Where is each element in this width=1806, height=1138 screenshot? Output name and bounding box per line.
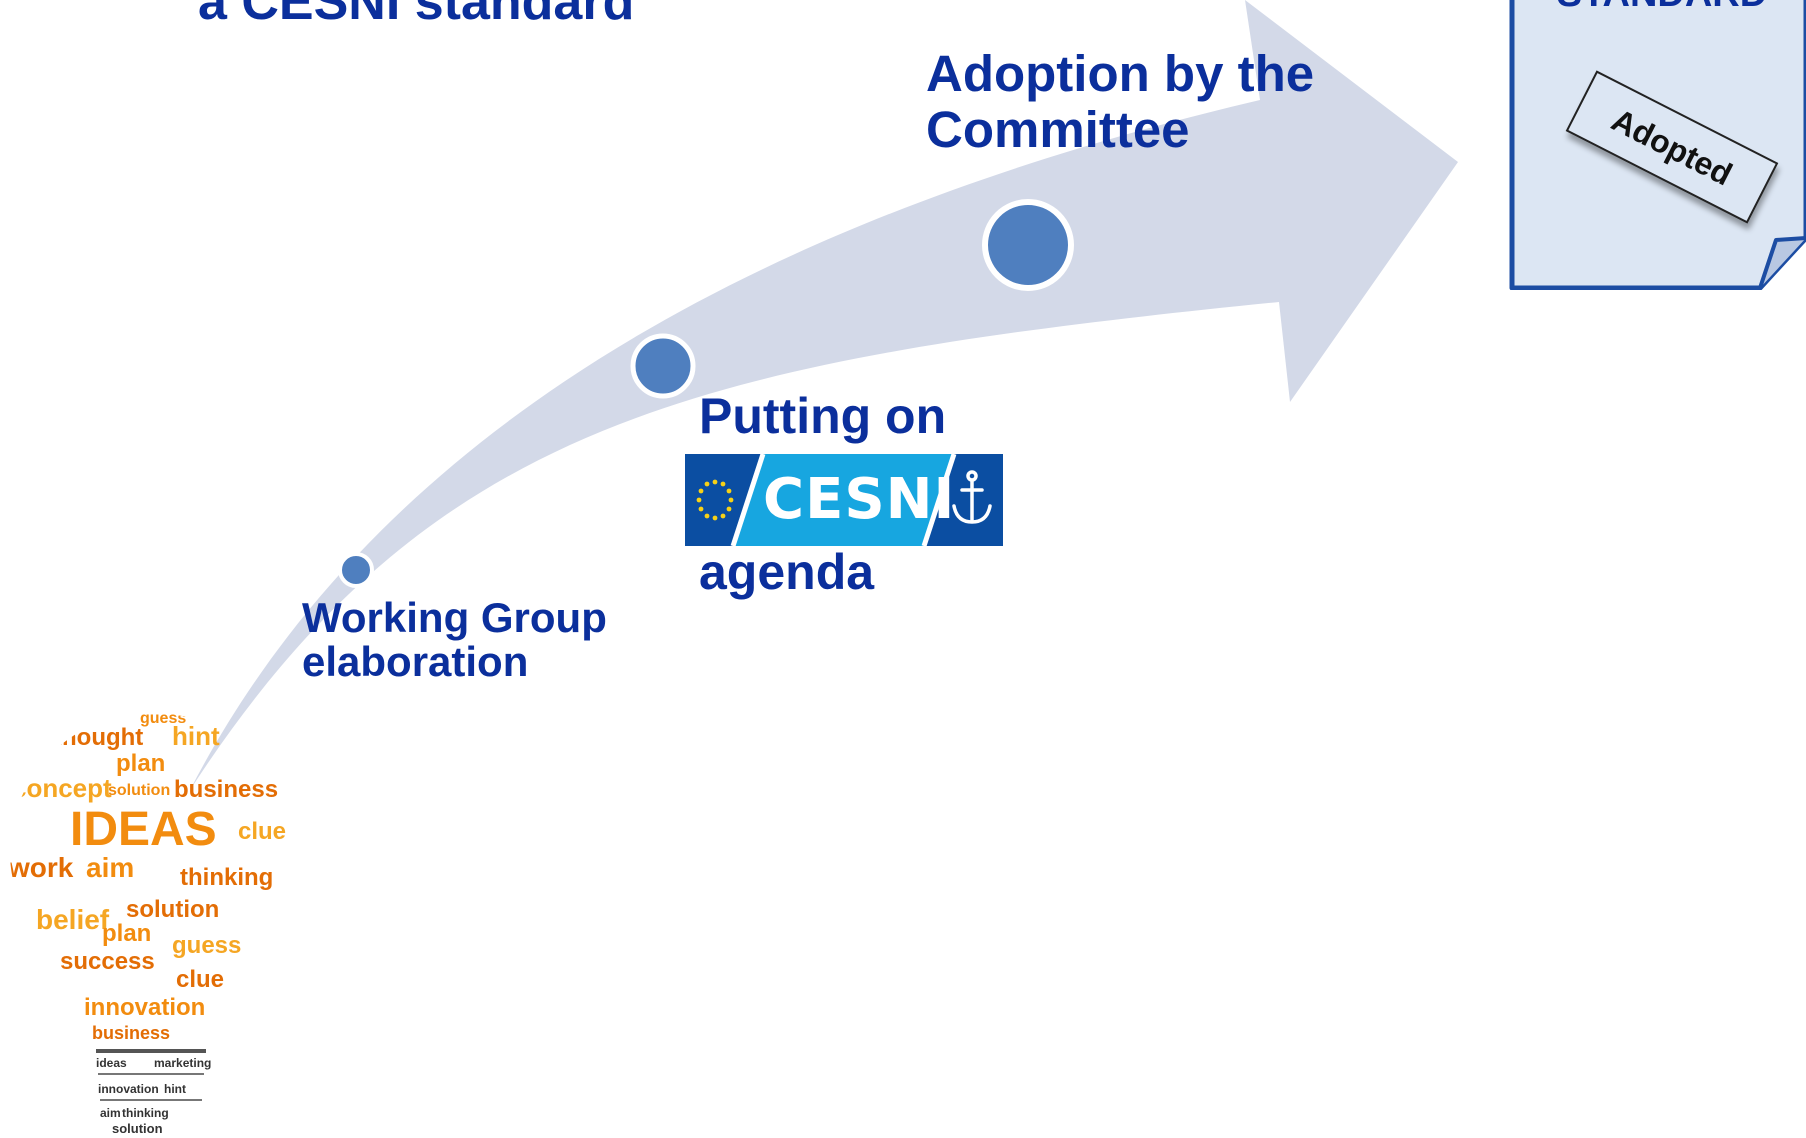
step-putting-line1: Putting on — [699, 388, 947, 444]
bulb-word: hint — [172, 721, 220, 751]
bulb-word: IDEAS — [70, 803, 217, 856]
ideas-lightbulb-icon: guess thought hint plan concept business… — [7, 710, 286, 1136]
bulb-base-word: marketing — [154, 1056, 211, 1070]
bulb-word: plan — [102, 920, 151, 947]
bulb-word: concept — [12, 773, 112, 803]
step-label-putting-on: Putting on — [699, 389, 946, 443]
step-working-line1: Working Group — [302, 594, 607, 641]
bulb-word: innovation — [84, 994, 205, 1021]
cesni-logo: CESNI — [685, 454, 1003, 546]
step-adoption-line1: Adoption by the — [926, 45, 1315, 102]
standard-document-title: STANDARD — [1537, 0, 1787, 14]
bulb-word: solution — [126, 896, 219, 923]
bulb-word: belief — [36, 904, 110, 935]
bulb-base-word: innovation — [98, 1082, 159, 1096]
bulb-base-word: aim — [100, 1106, 121, 1120]
curved-arrow-shape — [190, 0, 1458, 790]
cesni-logo-text: CESNI — [763, 467, 956, 532]
step-adoption-line2: Committee — [926, 101, 1190, 158]
bulb-word: business — [92, 1023, 170, 1043]
anchor-icon — [952, 470, 992, 524]
bulb-word: thought — [54, 724, 143, 751]
bulb-word: success — [60, 948, 155, 975]
bulb-word: guess — [140, 710, 186, 727]
bulb-base-word: ideas — [96, 1056, 127, 1070]
bulb-base-word: solution — [112, 1121, 163, 1136]
milestone-dot-adoption — [982, 199, 1074, 291]
bulb-word: solution — [108, 782, 170, 799]
bulb-word: business — [174, 776, 278, 803]
cesni-logo-graphic — [685, 454, 1003, 546]
bulb-base-word: thinking — [122, 1106, 169, 1120]
diagram-title-line: a CESNI standard — [198, 0, 635, 31]
bulb-word: clue — [176, 966, 224, 993]
step-working-line2: elaboration — [302, 638, 529, 685]
bulb-base-word: hint — [164, 1082, 186, 1096]
bulb-base-icon: ideas marketing innovation hint aim thin… — [96, 1049, 211, 1136]
bulb-word: thinking — [180, 864, 273, 891]
step-putting-line2: agenda — [699, 544, 875, 600]
bulb-word: aim — [86, 852, 134, 883]
diagram-title: a CESNI standard — [198, 0, 634, 30]
bulb-word: work — [7, 852, 74, 883]
bulb-word: guess — [172, 932, 241, 959]
bulb-word: clue — [238, 818, 286, 845]
step-label-adoption: Adoption by the Committee — [926, 46, 1314, 158]
bulb-word: plan — [116, 750, 165, 777]
step-label-working-group: Working Group elaboration — [302, 596, 607, 684]
milestone-dot-putting-on-agenda — [630, 333, 696, 399]
eu-stars-icon — [696, 479, 734, 521]
step-label-agenda: agenda — [699, 545, 874, 599]
milestone-dot-working-group — [338, 552, 374, 588]
